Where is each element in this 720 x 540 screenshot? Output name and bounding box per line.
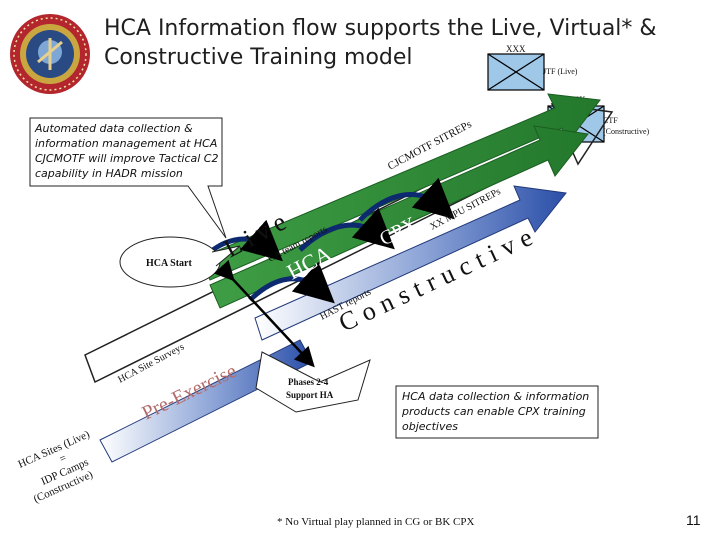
slide-title: HCA Information flow supports the Live, … <box>104 14 664 72</box>
jtf-unit-symbol: XXX JTF (Live) <box>487 44 578 91</box>
sites-line-2: = <box>58 452 69 465</box>
marine-corps-seal-logo <box>10 14 90 94</box>
hca-start-bubble: HCA Start <box>119 236 241 288</box>
title-line-1: HCA Information flow supports the Live, … <box>104 16 657 41</box>
sites-label-group: HCA Sites (Live) = IDP Camps (Constructi… <box>16 428 95 505</box>
phases-bubble: Phases 2-4 Support HA <box>255 351 371 413</box>
jtf-echelon-label: XXX <box>506 44 526 54</box>
top-callout-text: Automated data collection & information … <box>35 122 219 180</box>
phases-line-2: Support HA <box>286 390 334 400</box>
curve-arrow-4 <box>358 177 455 222</box>
hca-start-label: HCA Start <box>146 258 193 269</box>
green-arrow-upper <box>199 93 601 281</box>
title-line-2: Constructive Training model <box>104 45 413 70</box>
ctf-label-line-1: CTF <box>603 116 618 125</box>
top-callout-bubble <box>29 117 227 239</box>
bottom-callout-box <box>395 385 599 439</box>
bottom-callout-text: HCA data collection & information produc… <box>402 390 590 433</box>
jtf-label: JTF (Live) <box>543 67 578 76</box>
ctf-label-line-2: (Constructive) <box>603 127 650 136</box>
double-arrow-line <box>213 259 315 368</box>
page-number: 11 <box>686 512 701 528</box>
hca-site-surveys-label: HCA Site Surveys <box>116 341 186 385</box>
phases-line-1: Phases 2-4 <box>288 377 329 387</box>
curve-arrow-3 <box>298 207 395 252</box>
footnote: * No Virtual play planned in CG or BK CP… <box>277 516 475 528</box>
